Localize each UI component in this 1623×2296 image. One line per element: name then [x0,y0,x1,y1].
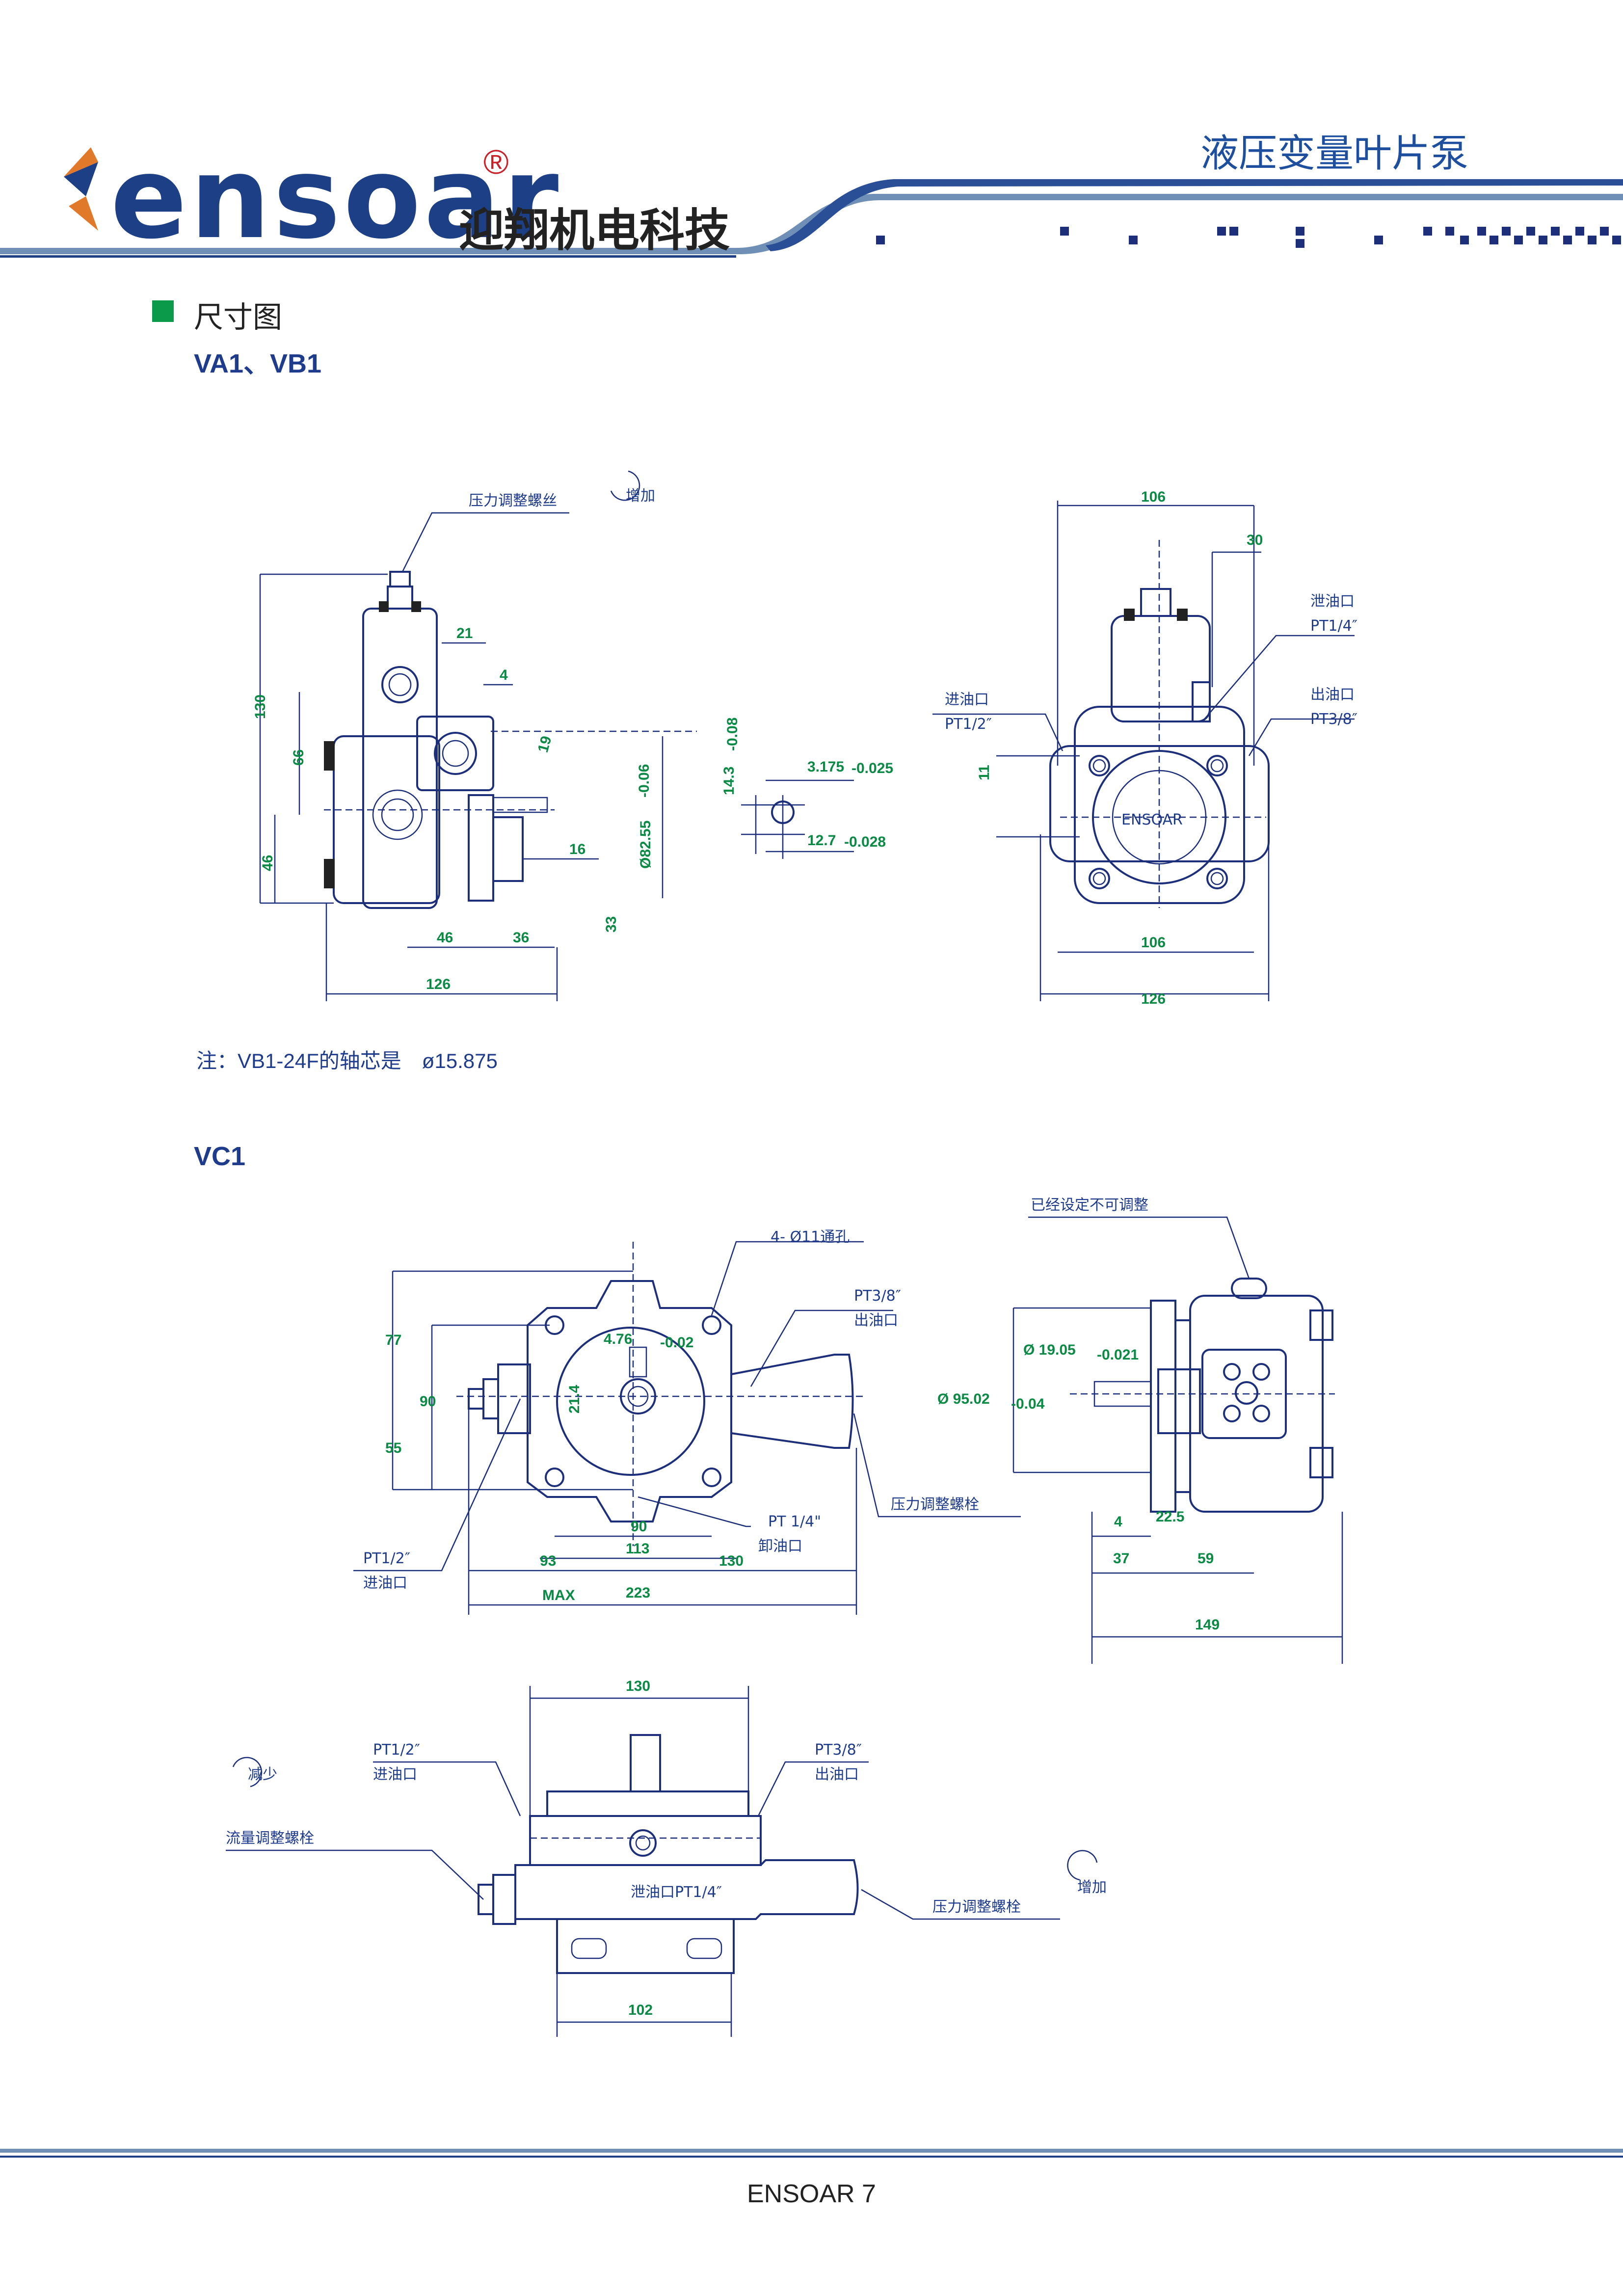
inlet-label: 进油口 [945,691,989,708]
bolt-holes-icon [1089,755,1228,889]
drain-label: 泄油口 [1310,593,1355,610]
dim-82-55: Ø82.55 [638,821,654,869]
dim-106: 106 [1141,934,1166,951]
dim-55: 55 [385,1440,401,1456]
vc-top-dim-130: 130 [626,1678,650,1694]
dim-4-side: 4 [1114,1514,1122,1530]
top-pressure-bolt-label: 压力调整螺栓 [932,1898,1021,1916]
dim-77: 77 [385,1332,401,1348]
section-title: 尺寸图 [194,300,282,335]
dim-14-3-tol: -0.08 [724,718,741,751]
dim-59: 59 [1197,1550,1214,1567]
vc-pressure-bolt-label: 压力调整螺栓 [891,1496,979,1513]
brand-wordmark: ensoar [110,133,562,264]
increase-label: 增加 [626,487,655,505]
series-title: 液压变量叶片泵 [1200,132,1468,176]
dim-12-7-tol: -0.028 [844,834,886,850]
dim-21: 21 [456,625,473,641]
vc-outlet-label: 出油口 [854,1312,898,1329]
dim-126-front: 126 [1141,991,1166,1007]
dim-4-76-tol: -0.02 [660,1335,693,1351]
dim-4-76: 4.76 [604,1331,632,1347]
dim-90b: 90 [631,1519,647,1535]
inlet-pt-label: PT1/2″ [945,716,992,733]
dim-37: 37 [1113,1550,1129,1567]
top-outlet-pt-label: PT3/8″ [815,1741,862,1759]
logo-mark-icon [64,147,98,231]
top-increase-label: 增加 [1077,1879,1107,1896]
dim-82-55-tol: -0.06 [636,764,652,798]
dim-102: 102 [628,2002,653,2018]
max-label: MAX [542,1587,575,1603]
brand-chinese-name: 迎翔机电科技 [459,204,730,257]
unload-pt-label: PT 1/4" [768,1513,821,1530]
decrease-label: 减少 [248,1766,277,1783]
ensoar-logo-text: ENSOAR [1121,811,1183,828]
top-increase-arrow-icon [1067,1850,1098,1881]
dim-106-top: 106 [1141,489,1166,505]
outlet-label: 出油口 [1310,686,1355,703]
dim-33: 33 [603,916,619,933]
dim-46b: 46 [437,930,453,946]
top-inlet-pt-label: PT1/2″ [373,1741,420,1759]
dim-113: 113 [626,1541,649,1557]
dim-149: 149 [1195,1617,1220,1633]
header-banner [0,147,1623,258]
dim-12-7: 12.7 [807,832,836,849]
dim-22-5: 22.5 [1156,1509,1184,1525]
dim-11: 11 [976,765,992,780]
decrease-arrow-icon [232,1757,263,1788]
vc-inlet-pt-label: PT1/2″ [363,1550,410,1567]
dim-3-175-tol: -0.025 [851,760,893,776]
dim-19: 19 [535,734,555,754]
unload-label: 卸油口 [758,1538,802,1555]
dim-93: 93 [540,1553,556,1569]
dim-16: 16 [569,841,585,857]
dim-3-175: 3.175 [807,759,844,775]
dim-90: 90 [420,1393,436,1410]
pressure-screw-label: 压力调整螺丝 [469,492,557,509]
flow-bolt-label: 流量调整螺栓 [226,1830,314,1847]
dim-46: 46 [260,855,276,871]
dim-19-05-tol: -0.021 [1097,1347,1139,1363]
drain-pt-label: PT1/4″ [1310,617,1357,635]
va-subtitle: VA1、VB1 [194,349,322,378]
dim-95-02-tol: -0.04 [1011,1396,1045,1412]
top-inlet-label: 进油口 [373,1766,417,1783]
bolt-holes-label: 4- Ø11通孔 [771,1228,850,1246]
outlet-pt-label: PT3/8″ [1310,711,1357,728]
shaft-note: 注：VB1-24F的轴芯是 ø15.875 [196,1049,498,1072]
dim-66: 66 [291,749,307,766]
dim-36: 36 [513,930,529,946]
registered-mark: ® [483,143,509,181]
fixed-setting-label: 已经设定不可调整 [1031,1197,1148,1214]
increase-arrow-icon [610,470,640,501]
dim-21-4: 21.4 [566,1385,583,1414]
top-outlet-label: 出油口 [815,1766,859,1783]
dim-95-02: Ø 95.02 [937,1391,990,1407]
section-bullet-icon [152,300,174,322]
dim-130: 130 [719,1553,744,1569]
dim-30: 30 [1247,532,1263,548]
vc-inlet-label: 进油口 [363,1575,407,1592]
dim-126: 126 [426,976,451,992]
dim-14-3: 14.3 [721,767,737,795]
dim-130: 130 [252,694,268,719]
top-drain-label: 泄油口PT1/4″ [631,1884,722,1901]
page-footer: ENSOAR 7 [747,2180,876,2208]
vc-outlet-pt-label: PT3/8″ [854,1287,901,1305]
dim-223: 223 [626,1585,650,1601]
vc-subtitle: VC1 [194,1142,246,1171]
dim-4: 4 [500,667,508,683]
dim-19-05: Ø 19.05 [1023,1342,1076,1358]
